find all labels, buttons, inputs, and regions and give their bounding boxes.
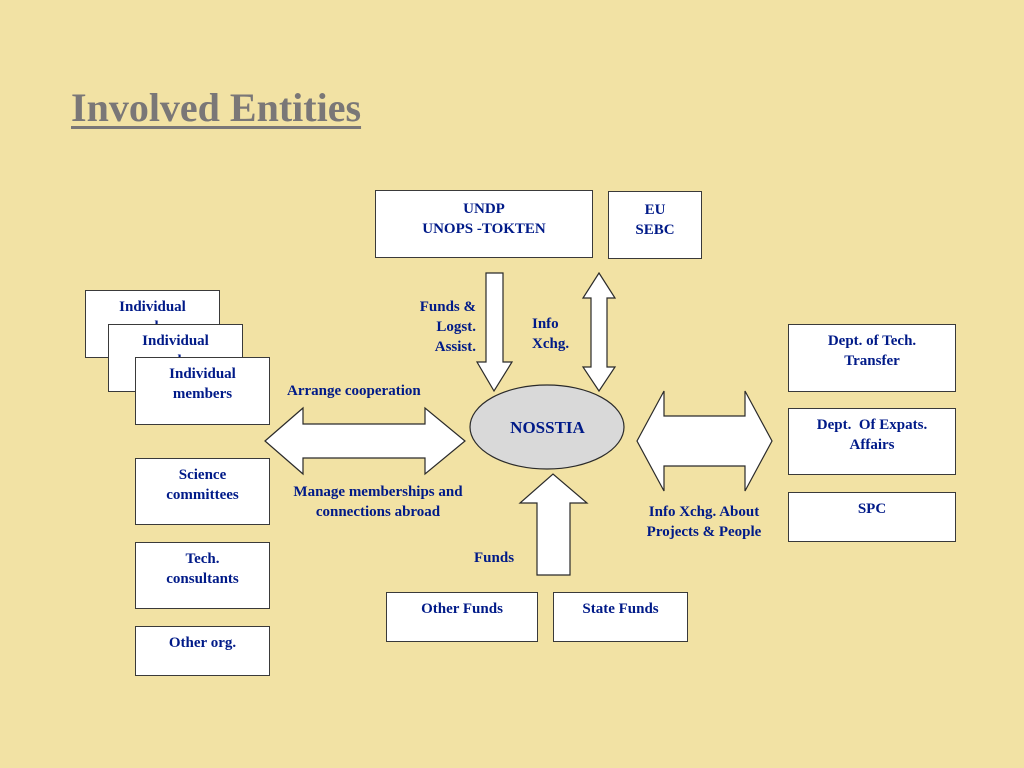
science-line1: Science bbox=[178, 467, 227, 483]
other-org-line1: Other org. bbox=[168, 635, 237, 651]
science-line2: committees bbox=[166, 487, 239, 503]
individual-members-box-front: Individual members bbox=[135, 357, 270, 425]
arrange-cooperation-arrow bbox=[264, 406, 466, 476]
individual-back-line1: Individual bbox=[119, 299, 186, 315]
undp-box: UNDP UNOPS -TOKTEN bbox=[375, 190, 593, 258]
spc-line1: SPC bbox=[857, 501, 887, 517]
individual-front-line1: Individual bbox=[169, 366, 236, 382]
other-funds-line1: Other Funds bbox=[421, 601, 503, 617]
nosstia-ellipse bbox=[469, 384, 625, 470]
dept-tech-line1: Dept. of Tech. bbox=[827, 333, 917, 349]
eu-box: EU SEBC bbox=[608, 191, 702, 259]
state-funds-box: State Funds bbox=[553, 592, 688, 642]
funds-down-arrow bbox=[475, 272, 514, 393]
funds-logst-line1: Funds & bbox=[419, 299, 476, 315]
funds-logst-label: Funds & Logst. Assist. bbox=[396, 297, 476, 357]
individual-front-line2: members bbox=[172, 386, 233, 402]
spc-box: SPC bbox=[788, 492, 956, 542]
slide-title: Involved Entities bbox=[71, 85, 362, 130]
individual-mid-line1: Individual bbox=[142, 333, 209, 349]
undp-line1: UNDP bbox=[463, 201, 505, 217]
funds-logst-line2: Logst. bbox=[436, 319, 476, 335]
nosstia-label: NOSSTIA bbox=[510, 418, 585, 437]
funds-logst-line3: Assist. bbox=[434, 339, 476, 355]
manage-line2: connections abroad bbox=[315, 504, 441, 520]
funds-label: Funds bbox=[474, 550, 515, 566]
info-about-projects-label: Info Xchg. About Projects & People bbox=[634, 502, 774, 542]
other-funds-box: Other Funds bbox=[386, 592, 538, 642]
dept-expats-line1: Dept. Of Expats. bbox=[816, 417, 928, 433]
tech-consultants-line1: Tech. bbox=[185, 551, 220, 567]
tech-consultants-box: Tech. consultants bbox=[135, 542, 270, 609]
info-about-line2: Projects & People bbox=[646, 524, 762, 540]
funds-up-arrow bbox=[518, 473, 589, 576]
info-xchg-label: Info Xchg. bbox=[532, 314, 569, 354]
state-funds-line1: State Funds bbox=[582, 601, 659, 617]
eu-line1: EU bbox=[644, 202, 666, 218]
manage-memberships-label: Manage memberships and connections abroa… bbox=[280, 482, 476, 522]
dept-tech-line2: Transfer bbox=[844, 353, 900, 369]
dept-tech-transfer-box: Dept. of Tech. Transfer bbox=[788, 324, 956, 392]
dept-expats-line2: Affairs bbox=[849, 437, 895, 453]
tech-consultants-line2: consultants bbox=[166, 571, 239, 587]
science-committees-box: Science committees bbox=[135, 458, 270, 525]
info-xchg-vertical-arrow bbox=[581, 271, 617, 393]
info-xchg-line1: Info bbox=[532, 316, 559, 332]
dept-expats-affairs-box: Dept. Of Expats. Affairs bbox=[788, 408, 956, 475]
undp-line2: UNOPS -TOKTEN bbox=[422, 221, 546, 237]
info-xchg-line2: Xchg. bbox=[532, 336, 570, 352]
info-about-projects-arrow bbox=[636, 390, 773, 492]
manage-line1: Manage memberships and bbox=[293, 484, 463, 500]
other-org-box: Other org. bbox=[135, 626, 270, 676]
arrange-cooperation-label: Arrange cooperation bbox=[287, 383, 421, 399]
eu-line2: SEBC bbox=[635, 222, 675, 238]
info-about-line1: Info Xchg. About bbox=[648, 504, 760, 520]
